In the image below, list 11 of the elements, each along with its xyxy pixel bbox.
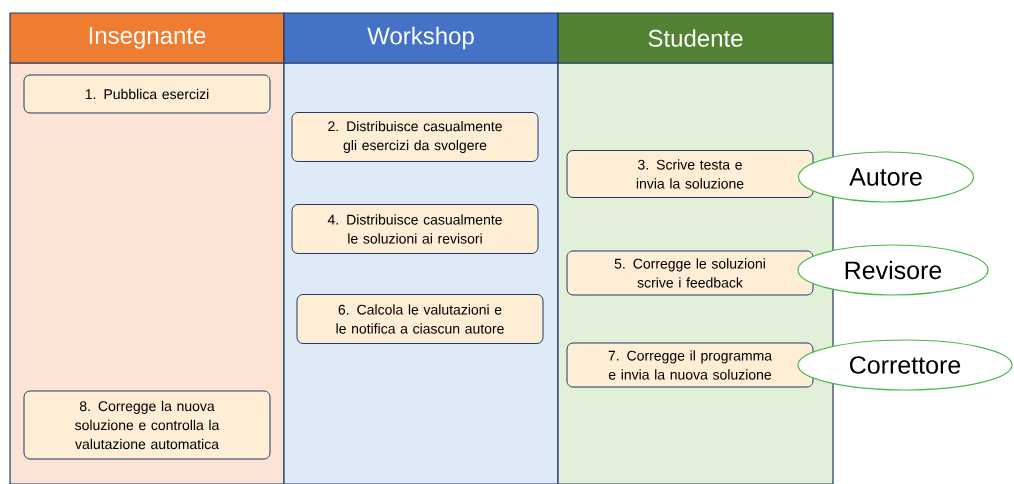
node-label: Studente <box>648 29 743 47</box>
step-box: 1. Pubblica esercizi <box>23 74 271 114</box>
step-box: 2. Distribuisce casualmente gli esercizi da svolgere <box>291 112 539 162</box>
node-label: Insegnante <box>89 27 206 49</box>
step-box: 8. Corregge la nuova soluzione e controlla la valutazione automatica <box>23 390 271 460</box>
step-box: 7. Corregge il programma e invia la nuova soluzione <box>566 342 814 388</box>
step-box: 6. Calcola le valutazioni e le notifica a ciascun autore <box>296 294 544 344</box>
step-box: 5. Corregge le soluzioni scrive i feedback <box>566 250 814 296</box>
node-label: Workshop <box>367 26 474 50</box>
step-box: 4. Distribuisce casualmente le soluzioni ai revisori <box>291 204 539 254</box>
step-box: 3. Scrive testa e invia la soluzione <box>566 150 814 198</box>
